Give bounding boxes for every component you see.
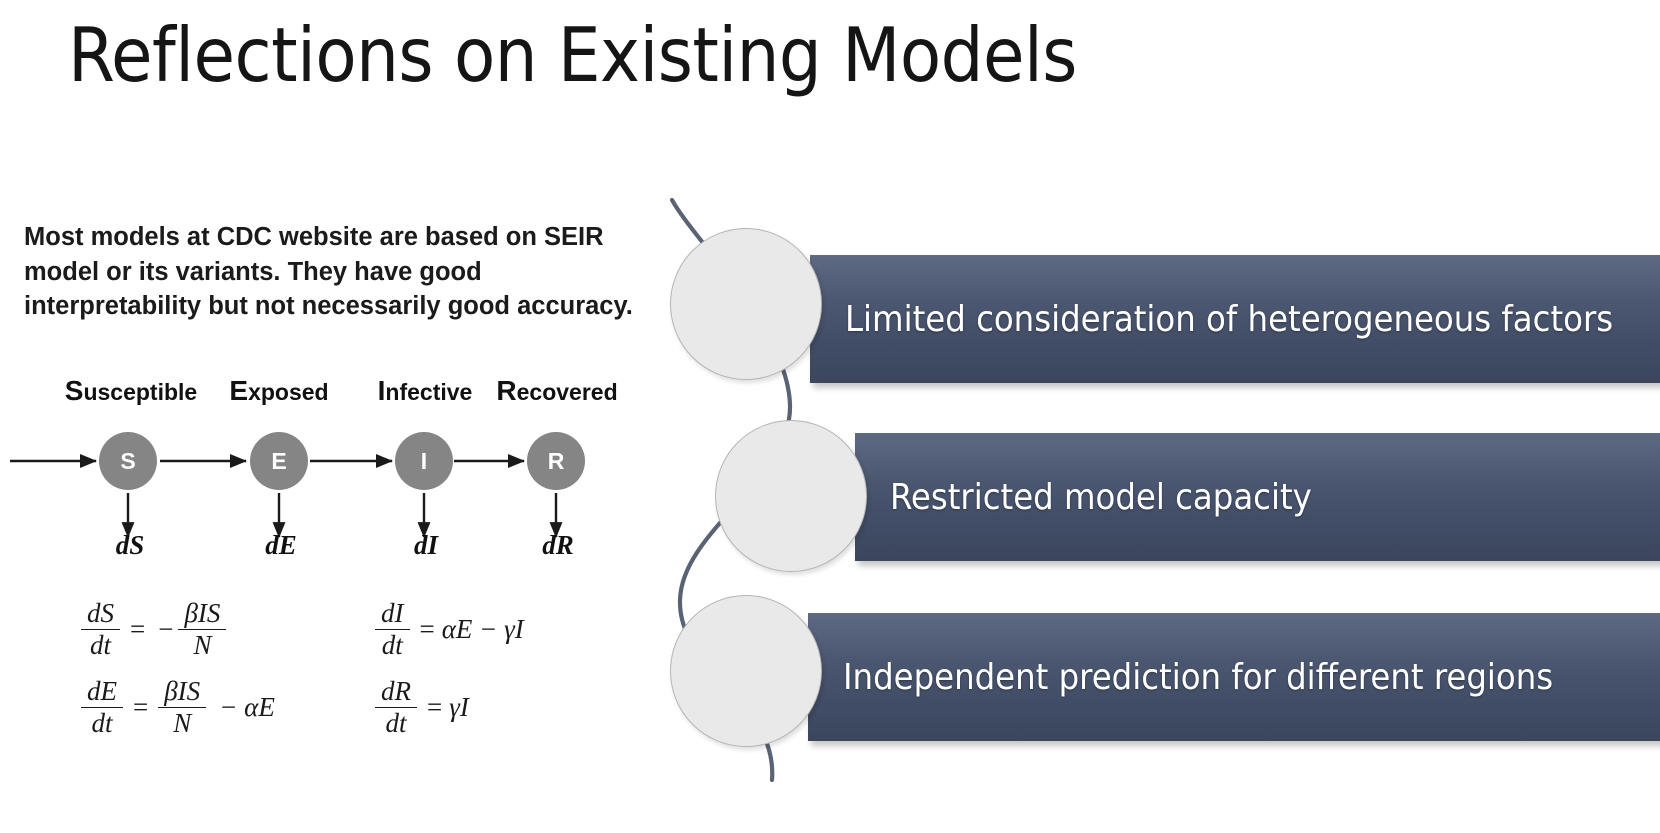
fraction-de-dt: dE dt <box>81 677 123 737</box>
compartment-label-susceptible: Susceptible <box>65 375 197 407</box>
equation-tail-term: − αE <box>219 691 275 722</box>
issue-banner-1[interactable]: Limited consideration of heterogeneous f… <box>810 255 1660 383</box>
fraction-denominator: dt <box>91 707 113 738</box>
issue-banner-3-label: Independent prediction for different reg… <box>843 656 1554 698</box>
equation-ds-dt: dS dt = − βIS N <box>78 590 275 668</box>
fraction-bis-n: βIS N <box>178 599 227 660</box>
compartment-initial-i: I <box>377 375 386 406</box>
fraction-bis-n: βIS N <box>158 677 207 738</box>
outflow-label-ds: dS <box>115 530 145 560</box>
fraction-numerator: dR <box>375 677 417 708</box>
issue-banner-2[interactable]: Restricted model capacity <box>855 433 1660 561</box>
fraction-numerator: dS <box>81 599 120 630</box>
outflow-label-dr: dR <box>542 530 574 560</box>
compartment-label-recovered: Recovered <box>496 375 617 407</box>
seir-node-s: S <box>99 432 157 490</box>
equation-de-dt: dE dt = βIS N − αE <box>78 668 275 746</box>
fraction-denominator: dt <box>89 629 111 660</box>
issues-list-panel: Limited consideration of heterogeneous f… <box>660 180 1660 800</box>
fraction-numerator: dI <box>375 599 410 630</box>
equation-column-right: dI dt = αE − γI dR dt = γI <box>372 590 524 746</box>
issue-bubble-2[interactable] <box>715 420 867 572</box>
issue-banner-3[interactable]: Independent prediction for different reg… <box>808 613 1660 741</box>
fraction-di-dt: dI dt <box>375 599 410 659</box>
seir-arrows-svg <box>10 453 563 538</box>
outflow-label-di: dI <box>413 530 439 560</box>
intro-paragraph: Most models at CDC website are based on … <box>24 223 633 321</box>
compartment-rest-e: xposed <box>248 379 329 405</box>
equation-rhs: αE − γI <box>441 613 524 644</box>
compartment-initial-r: R <box>496 375 517 406</box>
fraction-numerator: βIS <box>158 677 207 708</box>
minus-sign: − <box>158 613 174 644</box>
page-title: Reflections on Existing Models <box>68 11 1077 99</box>
fraction-numerator: dE <box>81 677 123 708</box>
seir-node-e: E <box>250 432 308 490</box>
left-content-panel: Most models at CDC website are based on … <box>0 190 660 830</box>
seir-node-i: I <box>395 432 453 490</box>
equals-sign: = <box>130 613 146 644</box>
equation-dr-dt: dR dt = γI <box>372 668 524 746</box>
compartment-label-infective: Infective <box>378 375 473 407</box>
compartment-rest-i: nfective <box>385 379 473 405</box>
fraction-numerator: βIS <box>178 599 227 630</box>
equation-di-dt: dI dt = αE − γI <box>372 590 524 668</box>
issue-bubble-1[interactable] <box>670 228 822 380</box>
equals-sign: = <box>133 691 149 722</box>
compartment-rest-s: usceptible <box>83 379 198 405</box>
compartment-label-row: Susceptible Exposed Infective Recovered <box>0 375 660 409</box>
equals-sign: = <box>427 691 443 722</box>
outflow-label-de: dE <box>265 530 297 560</box>
fraction-denominator: N <box>193 629 212 660</box>
seir-flow-diagram: S E I R dS dE dI dR <box>0 415 660 595</box>
fraction-denominator: dt <box>385 707 407 738</box>
compartment-initial-e: E <box>229 375 249 406</box>
seir-node-r: R <box>527 432 585 490</box>
compartment-rest-r: ecovered <box>516 379 618 405</box>
equation-rhs: γI <box>449 691 469 722</box>
equation-column-left: dS dt = − βIS N dE dt = <box>78 590 275 746</box>
fraction-dr-dt: dR dt <box>375 677 417 737</box>
issue-banner-1-label: Limited consideration of heterogeneous f… <box>845 298 1614 340</box>
seir-equations: dS dt = − βIS N dE dt = <box>0 590 660 770</box>
issue-bubble-3[interactable] <box>670 595 822 747</box>
issue-banner-2-label: Restricted model capacity <box>890 476 1312 518</box>
fraction-denominator: N <box>173 707 192 738</box>
compartment-initial-s: S <box>64 375 84 406</box>
compartment-label-exposed: Exposed <box>229 375 328 407</box>
fraction-ds-dt: dS dt <box>81 599 120 659</box>
fraction-denominator: dt <box>381 629 403 660</box>
equals-sign: = <box>419 613 435 644</box>
